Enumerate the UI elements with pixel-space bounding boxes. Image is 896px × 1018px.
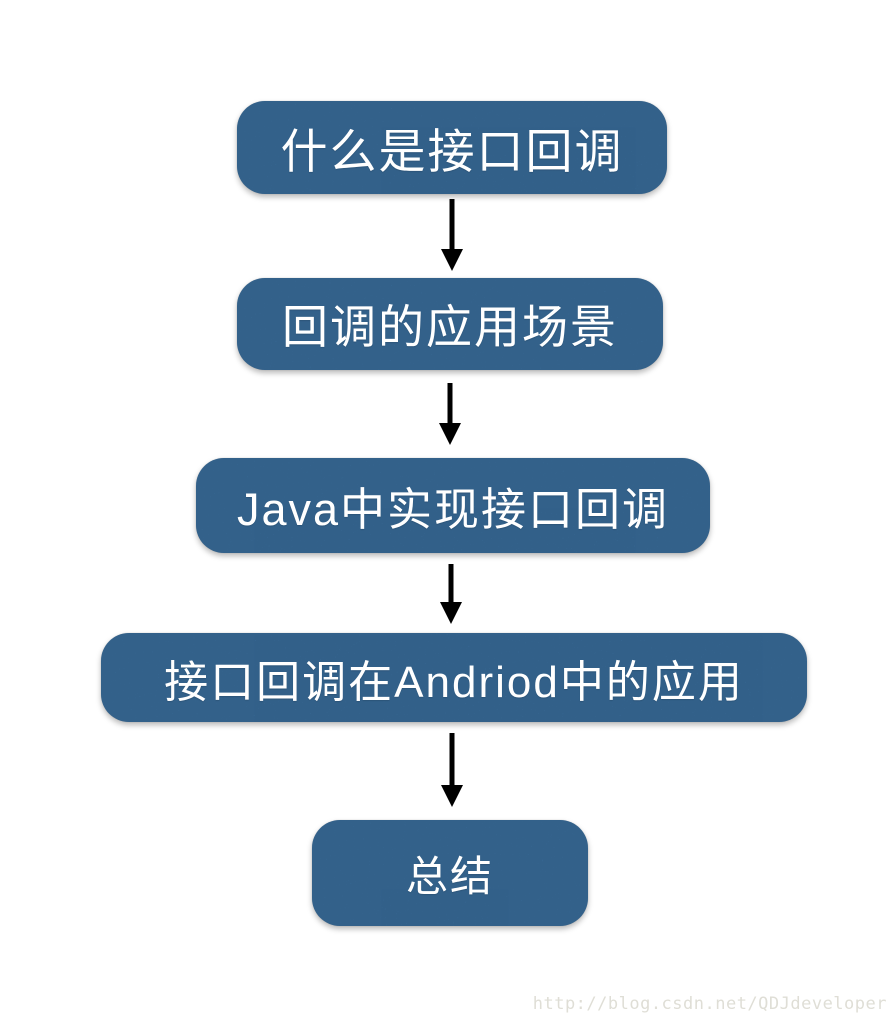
flow-node-what-is-interface-callback: 什么是接口回调: [237, 101, 667, 194]
flow-node-java-interface-callback: Java中实现接口回调: [196, 458, 710, 553]
flow-node-label: 什么是接口回调: [280, 125, 624, 178]
flow-node-callback-use-cases: 回调的应用场景: [237, 278, 663, 370]
flow-arrow-down-icon: [441, 199, 463, 271]
flow-node-callback-in-android: 接口回调在Andriod中的应用: [101, 633, 807, 722]
flow-node-label: Java中实现接口回调: [236, 484, 670, 535]
flow-node-label: 接口回调在Andriod中的应用: [164, 657, 744, 707]
flow-arrow-down-icon: [440, 564, 462, 624]
flow-node-summary: 总结: [312, 820, 588, 926]
watermark-url: http://blog.csdn.net/QDJdeveloper: [532, 994, 887, 1014]
flow-arrow-down-icon: [441, 733, 463, 807]
flow-arrow-down-icon: [439, 383, 461, 445]
flow-node-label: 总结: [405, 852, 494, 900]
flow-node-label: 回调的应用场景: [282, 301, 618, 353]
